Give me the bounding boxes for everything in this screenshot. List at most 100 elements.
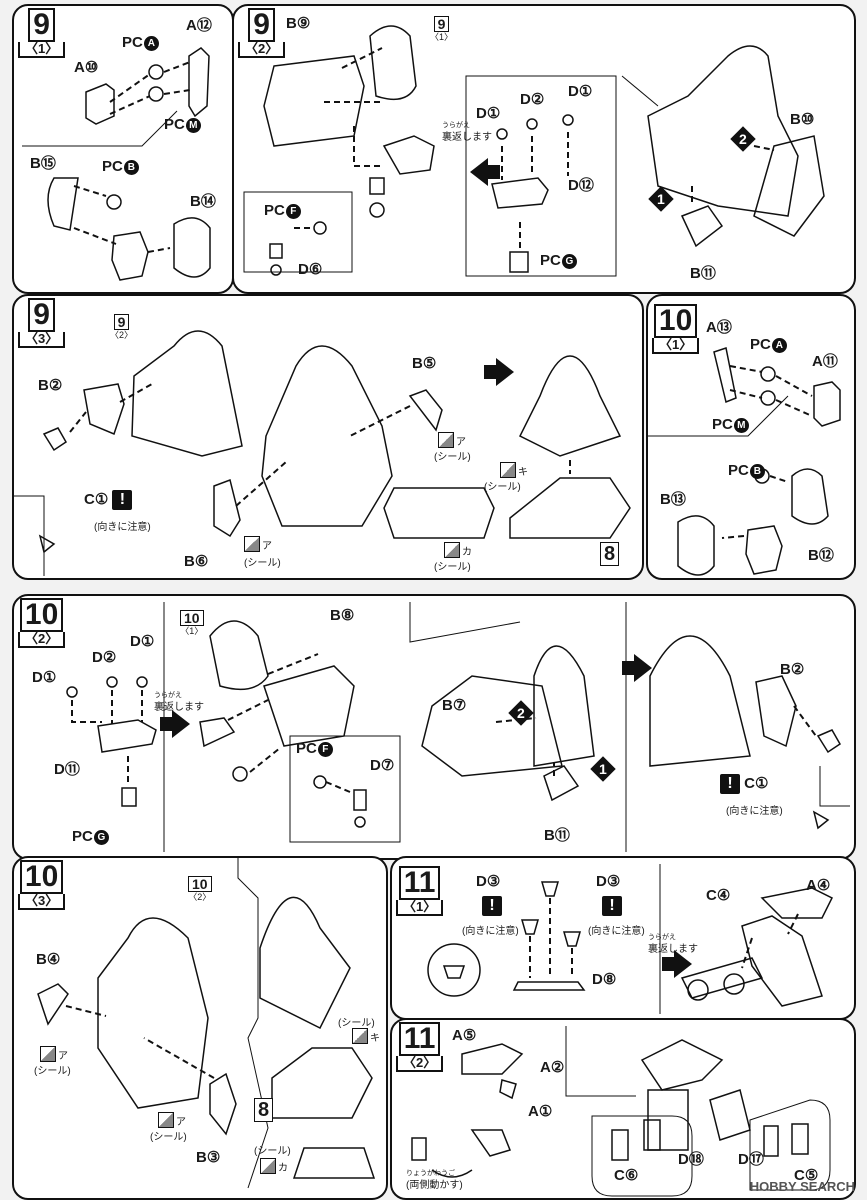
sticker-ki: キ xyxy=(352,1028,380,1044)
flip-note: 裏返します xyxy=(154,702,204,713)
part-label-d2: D② xyxy=(520,91,545,108)
step-badge: 11 〈2〉 xyxy=(396,1022,444,1072)
seal-note-3: (シール) xyxy=(434,562,471,573)
caution-note: (向きに注意) xyxy=(588,926,645,937)
part-label-b2: B② xyxy=(780,661,805,678)
panel-step-9-3: 9 〈3〉 9〈2〉 B② C① ! (向きに注意) B⑥ ア (シール) B⑤… xyxy=(12,294,644,580)
step-badge: 10 〈3〉 xyxy=(18,860,66,910)
assembly-illustration xyxy=(37,858,376,1189)
sticker-icon xyxy=(438,432,454,448)
part-label-b8: B⑧ xyxy=(330,607,355,624)
step-number: 9 xyxy=(248,8,275,42)
sticker-icon xyxy=(352,1028,368,1044)
assembly-illustration xyxy=(243,25,825,277)
step-substep: 〈2〉 xyxy=(238,42,286,58)
sticker-icon xyxy=(158,1112,174,1128)
ref-step-8: 8 xyxy=(600,542,620,566)
part-label-b14: B⑭ xyxy=(190,193,216,210)
part-label-c1: C① ! xyxy=(84,490,133,510)
next-arrow xyxy=(662,950,692,978)
part-label-d2: D② xyxy=(92,649,117,666)
part-label-b4: B④ xyxy=(36,951,61,968)
part-label-b10: B⑩ xyxy=(790,111,815,128)
step-substep: 〈3〉 xyxy=(18,332,66,348)
sticker-a-2: ア xyxy=(438,432,466,448)
part-label-c4: C④ xyxy=(706,887,731,904)
assembly-illustration xyxy=(411,1026,831,1197)
assembly-illustration xyxy=(648,347,841,576)
panel-step-11-1: 11 〈1〉 D③ ! (向きに注意) D③ ! (向きに注意) D⑧ うらがえ… xyxy=(390,856,856,1020)
panel-step-11-2: 11 〈2〉 A⑤ A② A① りょうがわうご (両側動かす) C⑥ D⑱ D⑰… xyxy=(390,1018,856,1200)
part-label-d18: D⑱ xyxy=(678,1151,704,1168)
step-badge: 9 〈3〉 xyxy=(18,298,66,348)
sticker-icon xyxy=(244,536,260,552)
part-label-d1a: D① xyxy=(476,105,501,122)
seal-note-2: (シール) xyxy=(434,452,471,463)
sticker-icon xyxy=(260,1158,276,1174)
both-move-ruby: りょうがわうご xyxy=(406,1170,455,1177)
step-number: 10 xyxy=(19,598,64,632)
step-badge: 10 〈1〉 xyxy=(652,304,700,354)
sticker-ka: カ xyxy=(444,542,472,558)
sticker-ki: キ xyxy=(500,462,528,478)
ref-step-10-1: 10〈1〉 xyxy=(180,610,204,636)
part-label-d8: D⑧ xyxy=(592,971,617,988)
step-badge: 9 〈2〉 xyxy=(238,8,286,58)
part-label-b11: B⑪ xyxy=(690,265,716,282)
step-badge: 10 〈2〉 xyxy=(18,598,66,648)
part-label-d1b: D① xyxy=(130,633,155,650)
caution-note: (向きに注意) xyxy=(726,806,783,817)
part-label-d17: D⑰ xyxy=(738,1151,764,1168)
part-label-d3b: D③ xyxy=(596,873,621,890)
step-number: 10 xyxy=(19,860,64,894)
part-label-a2: A② xyxy=(540,1059,565,1076)
warning-icon: ! xyxy=(482,896,502,916)
step-number: 10 xyxy=(653,304,698,338)
part-label-b6: B⑥ xyxy=(184,553,209,570)
part-label-c1: ! C① xyxy=(720,774,768,794)
step-substep: 〈1〉 xyxy=(652,338,700,354)
part-label-a13: A⑬ xyxy=(706,319,732,336)
flip-note: 裏返します xyxy=(442,132,492,143)
next-arrow xyxy=(160,710,190,738)
assembly-illustration xyxy=(14,330,631,576)
step-badge: 9 〈1〉 xyxy=(18,8,66,58)
warning-icon: ! xyxy=(720,774,740,794)
sticker-icon xyxy=(444,542,460,558)
next-arrow xyxy=(484,358,514,386)
part-label-b12: B⑫ xyxy=(808,547,834,564)
step-badge: 11 〈1〉 xyxy=(396,866,444,916)
part-label-d11: D⑪ xyxy=(54,761,80,778)
sticker-icon xyxy=(500,462,516,478)
assembly-illustration xyxy=(22,47,211,281)
seal-note-4: (シール) xyxy=(484,482,521,493)
ref-step-9-2: 9〈2〉 xyxy=(110,314,134,340)
seal-note-8: (シール) xyxy=(254,1146,291,1157)
flip-ruby: うらがえ xyxy=(648,934,676,941)
flip-note: 裏返します xyxy=(648,944,698,955)
panel-step-10-3: 10 〈3〉 10〈2〉 B④ ア (シール) ア (シール) B③ (シール)… xyxy=(12,856,388,1200)
part-label-b15: B⑮ xyxy=(30,155,56,172)
ref-step-10-2: 10〈2〉 xyxy=(188,876,212,902)
part-label-a10: A⑩ xyxy=(74,59,99,76)
step-substep: 〈1〉 xyxy=(18,42,66,58)
panel-step-9-2: 9 〈2〉 2 1 B⑨ 9〈1〉 うらがえ 裏返 xyxy=(232,4,856,294)
part-label-d12: D⑫ xyxy=(568,177,594,194)
part-label-a4: A④ xyxy=(806,877,831,894)
sticker-icon xyxy=(40,1046,56,1062)
both-move-note: (両側動かす) xyxy=(406,1180,463,1191)
part-label-b11: B⑪ xyxy=(544,827,570,844)
part-label-c5: C⑤ xyxy=(794,1167,819,1184)
step-number: 11 xyxy=(398,866,441,900)
